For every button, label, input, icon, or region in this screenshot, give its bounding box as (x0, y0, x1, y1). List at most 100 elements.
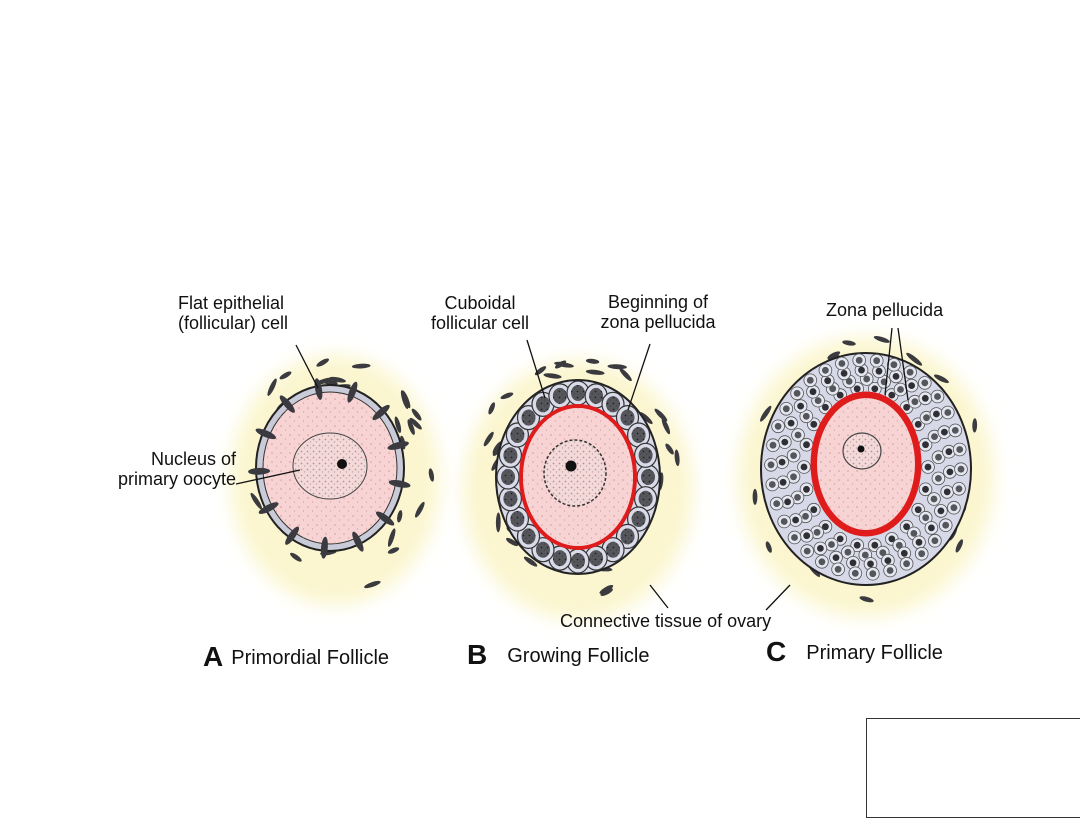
stroma-cell (250, 492, 263, 510)
stroma-cell (488, 402, 496, 415)
stroma-cell (407, 419, 415, 435)
label-line: Flat epithelial (178, 293, 285, 313)
cuboidal-follicular-cell (566, 548, 590, 574)
leader-cuboidal (526, 339, 546, 399)
empty-corner-box (866, 718, 1080, 818)
stroma-cell (639, 412, 653, 425)
granulosa-cell (934, 504, 948, 518)
granulosa-cell (947, 500, 961, 515)
flat-follicular-cell (347, 381, 358, 403)
granulosa-cell (793, 399, 808, 413)
granulosa-cell (806, 384, 820, 399)
granulosa-cell (813, 541, 828, 556)
stroma-cell (765, 541, 772, 553)
granulosa-cell (850, 538, 864, 552)
stroma-cell (394, 416, 402, 433)
cuboidal-follicular-cells (496, 380, 660, 574)
panel-title: Primordial Follicle (231, 647, 390, 669)
stroma-cell (827, 351, 841, 360)
stroma-cell (387, 528, 396, 547)
cuboidal-follicular-cell (516, 405, 541, 431)
stroma-cell (873, 335, 890, 343)
stroma-cell (665, 443, 674, 455)
granulosa-cell (921, 460, 935, 474)
flat-follicular-cells (248, 378, 411, 559)
cuboidal-follicular-cell (516, 523, 541, 550)
cuboidal-follicular-cell (636, 464, 660, 490)
flat-follicular-cell (387, 441, 409, 450)
primordial-follicle (230, 355, 440, 605)
granulosa-cell (764, 457, 778, 472)
granulosa-cell (791, 428, 805, 442)
stroma-cell (351, 363, 371, 369)
granulosa-cell (952, 442, 967, 457)
leader-connective-b (649, 584, 669, 609)
label-connective-tissue: Connective tissue of ovary (560, 611, 771, 631)
stroma-cell (523, 556, 538, 567)
cuboidal-follicular-cell (496, 464, 520, 490)
granulosa-cell (766, 438, 780, 453)
granulosa-cell (799, 437, 814, 452)
label-line: primary oocyte (117, 469, 236, 489)
stroma-cell (267, 378, 277, 396)
label-cuboidal-follicular-cell: Cuboidal follicular cell (410, 293, 550, 333)
leader-flat-cell (295, 344, 319, 389)
granulosa-cell (800, 544, 814, 558)
flat-follicular-cell (375, 511, 395, 526)
cuboidal-follicular-cell (505, 422, 530, 448)
stroma-cell (483, 431, 494, 447)
granulosa-cell (769, 496, 784, 511)
granulosa-cell (904, 378, 919, 393)
granulosa-cell (777, 514, 791, 529)
granulosa-cell (903, 365, 917, 380)
cuboidal-follicular-cell (633, 442, 658, 468)
stroma-cell (661, 417, 671, 435)
stroma-cell (585, 358, 600, 364)
stroma-cell (543, 373, 562, 379)
label-line: Nucleus of (150, 449, 236, 469)
granulosa-cell (924, 521, 939, 535)
granulosa-cell (918, 482, 933, 497)
granulosa-cell (940, 405, 955, 420)
stroma-cell (415, 501, 425, 518)
cuboidal-follicular-cell (615, 405, 640, 431)
zona-pellucida-thick (810, 391, 922, 537)
granulosa-cell (803, 373, 818, 388)
granulosa-cell (771, 419, 785, 434)
stroma-cell (400, 390, 409, 409)
granulosa-cell (897, 546, 912, 561)
stroma-cell (906, 352, 923, 366)
granulosa-cell (786, 469, 801, 484)
granulosa-cell (954, 462, 968, 477)
stroma-cell (859, 596, 874, 603)
label-beginning-zona-pellucida: Beginning of zona pellucida (583, 292, 733, 332)
leader-zona-2 (897, 327, 909, 401)
flat-follicular-cell (255, 428, 277, 440)
granulosa-cell (779, 401, 794, 416)
granulosa-cell (765, 477, 780, 492)
granulosa-cell (930, 389, 945, 404)
granulosa-cell (931, 471, 946, 486)
stroma-cell (619, 368, 632, 382)
stroma-cell (428, 468, 435, 482)
cuboidal-follicular-cell (498, 486, 522, 512)
stroma-cell (506, 537, 519, 547)
granulosa-cell (912, 535, 926, 550)
granulosa-cell (799, 482, 814, 497)
leader-beginning-zona (627, 343, 651, 411)
label-flat-epithelial-cell: Flat epithelial (follicular) cell (178, 293, 288, 333)
cuboidal-follicular-cell (505, 506, 530, 532)
stroma-cell (329, 376, 346, 383)
stroma-cell (323, 380, 338, 386)
granulosa-cell (852, 353, 866, 368)
stroma-cell (279, 371, 292, 380)
label-line: Beginning of (607, 292, 709, 312)
stroma-cell (600, 588, 613, 596)
granulosa-cell (818, 363, 833, 378)
granulosa-cell (815, 554, 829, 569)
stroma-cell (495, 512, 501, 533)
stroma-cell (760, 405, 772, 422)
granulosa-cell (780, 495, 795, 509)
cuboidal-follicular-cell (548, 383, 572, 409)
